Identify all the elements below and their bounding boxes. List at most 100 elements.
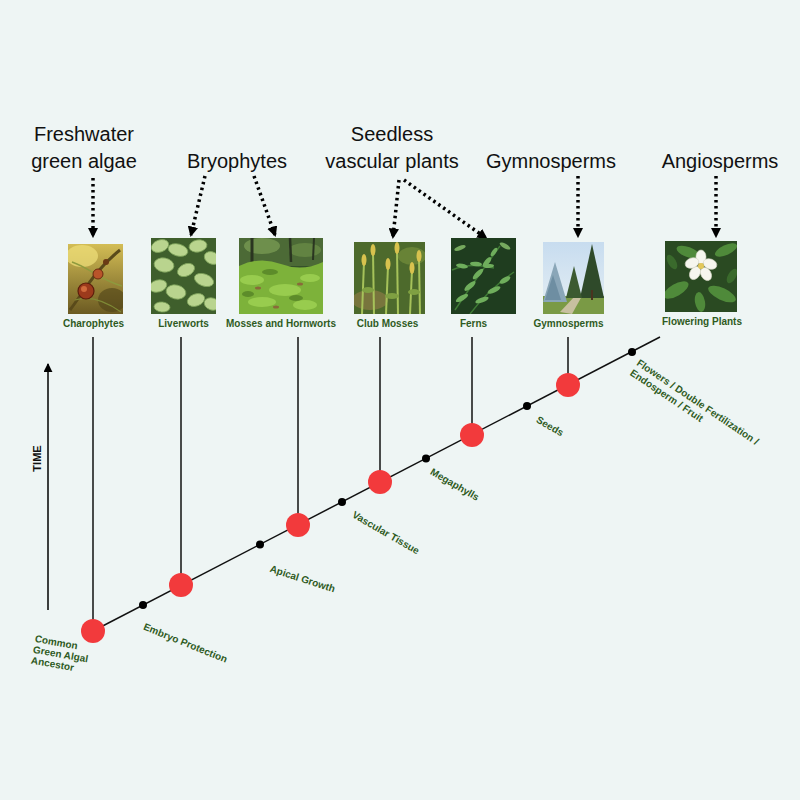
branch-point (81, 619, 105, 643)
gymnosperm-photo (543, 242, 604, 314)
charophyte-photo (78, 283, 94, 299)
flower-photo (665, 253, 679, 271)
trait-dot (422, 455, 430, 463)
trait-label: Seeds (534, 414, 566, 439)
fern-photo (475, 295, 490, 304)
pointer-arrow (191, 176, 205, 235)
moss-photo (251, 238, 254, 264)
time-arrow (47, 364, 49, 610)
trait-dot (256, 541, 264, 549)
photo-caption: Flowering Plants (662, 316, 742, 328)
club-moss-photo (362, 242, 422, 274)
moss-photo (242, 269, 303, 301)
pointer-arrow (254, 176, 275, 235)
fern-photo (455, 292, 470, 303)
liverwort-photo (185, 291, 206, 308)
fern-photo (454, 244, 467, 252)
fern-photo (471, 267, 484, 280)
photo-box: Charophytes (68, 244, 123, 314)
club-moss-photo (362, 254, 367, 266)
photo-caption: Club Mosses (357, 318, 419, 330)
flower-photo (665, 241, 737, 312)
fern-photo (484, 264, 494, 269)
pointer-arrow (714, 176, 718, 236)
charophyte-photo (103, 259, 109, 265)
gymnosperm-photo (543, 262, 567, 302)
moss-photo (300, 274, 320, 282)
fern-photo (487, 285, 502, 295)
trait-label: Vascular Tissue (350, 509, 421, 557)
charophyte-photo (72, 262, 122, 286)
trait-label: Apical Growth (268, 563, 336, 595)
charophyte-photo (98, 288, 123, 312)
branch-point (286, 513, 310, 537)
gymnosperm-photo (580, 244, 604, 298)
liverwort-photo (151, 278, 168, 294)
charophyte-photo (93, 269, 103, 279)
moss-photo (313, 238, 314, 260)
club-moss-photo (362, 287, 374, 293)
group-label: Bryophytes (187, 148, 287, 175)
clade-stem (297, 337, 299, 525)
club-moss-photo (408, 289, 420, 295)
trait-label: Embryo Protection (142, 621, 229, 666)
fern-photo (454, 241, 512, 252)
club-moss-photo (385, 293, 399, 299)
fern-photo (499, 241, 512, 251)
club-moss-photo (386, 266, 388, 314)
liverwort-photo (151, 238, 171, 255)
pointer-arrow (393, 180, 399, 237)
trait-dot (523, 402, 531, 410)
moss-photo (255, 283, 303, 309)
fern-photo (489, 247, 498, 257)
clade-stem (180, 337, 182, 585)
moss-photo (290, 238, 291, 262)
club-moss-photo (410, 262, 415, 274)
photo-box: Mosses and Hornworts (239, 238, 323, 314)
trait-label: Megaphylls (428, 466, 481, 504)
branch-point (81, 373, 580, 643)
moss-photo (255, 287, 261, 290)
pointer-arrow (91, 178, 95, 236)
moss-photo (239, 238, 323, 314)
fern-photo (452, 246, 514, 314)
clade-stem (471, 337, 473, 435)
clade-stem (379, 337, 381, 482)
trait-dot (628, 348, 636, 356)
liverwort-photo (151, 238, 216, 313)
flower-photo (725, 267, 737, 285)
moss-photo (297, 283, 303, 286)
branch-point (169, 573, 193, 597)
club-moss-photo (362, 287, 420, 299)
liverwort-photo (203, 296, 216, 312)
photo-box: Flowering Plants (665, 241, 737, 312)
pointer-arrow (93, 176, 716, 238)
charophyte-photo (70, 250, 120, 310)
gymnosperm-photo (543, 242, 604, 314)
pointer-arrow (404, 180, 486, 238)
flower-photo (684, 256, 701, 270)
charophyte-photo (75, 299, 121, 313)
club-moss-photo (354, 290, 388, 310)
photo-box: Club Mosses (354, 242, 425, 314)
group-label: Freshwater green algae (22, 121, 146, 175)
pointer-arrow (576, 176, 580, 236)
main-lineage-line (93, 337, 660, 631)
photo-caption: Mosses and Hornworts (226, 318, 336, 330)
fern-photo (451, 238, 516, 314)
fern-photo (451, 238, 516, 314)
liverwort-photo (167, 242, 189, 259)
photo-caption: Gymnosperms (533, 318, 603, 330)
moss-photo (293, 300, 317, 310)
liverwort-photo (202, 249, 216, 267)
clade-stem (92, 337, 94, 631)
club-moss-photo (419, 258, 420, 314)
trait-label: Flowers / Double Fertilization / Endospe… (628, 357, 770, 464)
moss-photo (244, 238, 280, 254)
trait-dot (338, 498, 346, 506)
gymnosperm-photo (591, 290, 593, 300)
flower-photo (706, 282, 737, 306)
photo-caption: Liverworts (158, 318, 209, 330)
club-moss-photo (395, 242, 400, 254)
liverwort-photo (193, 271, 216, 289)
